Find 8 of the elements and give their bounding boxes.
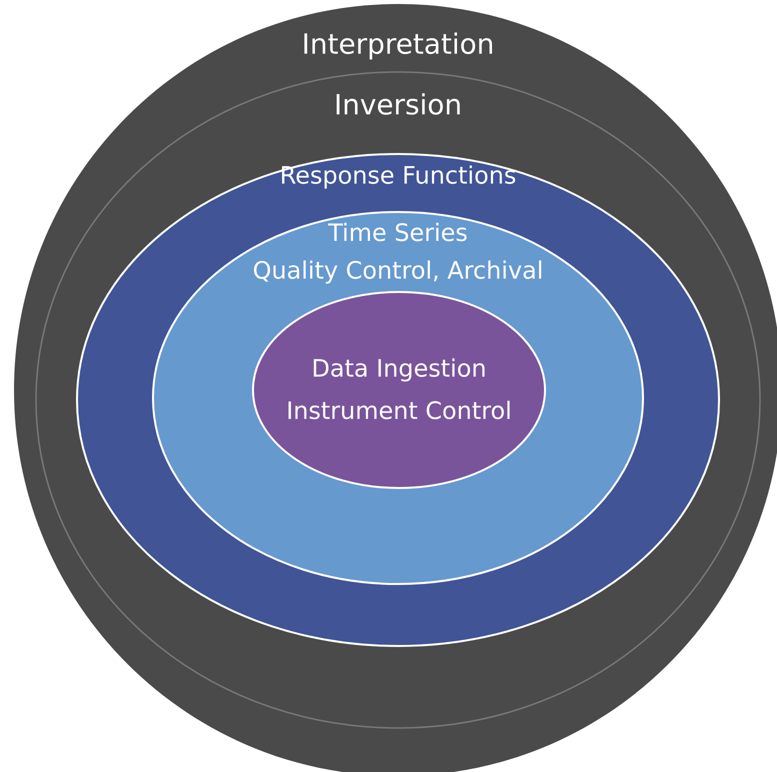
layer-label: Quality Control, Archival <box>254 260 542 284</box>
layer-label: Inversion <box>336 93 460 115</box>
core-ellipse <box>252 291 546 489</box>
layer-label: Time Series <box>328 222 467 242</box>
layer-label: Instrument Control <box>288 400 510 420</box>
layer-label: Response Functions <box>282 165 516 189</box>
layer-label: Data Ingestion <box>314 358 484 382</box>
layer-label: Interpretation <box>304 32 492 60</box>
